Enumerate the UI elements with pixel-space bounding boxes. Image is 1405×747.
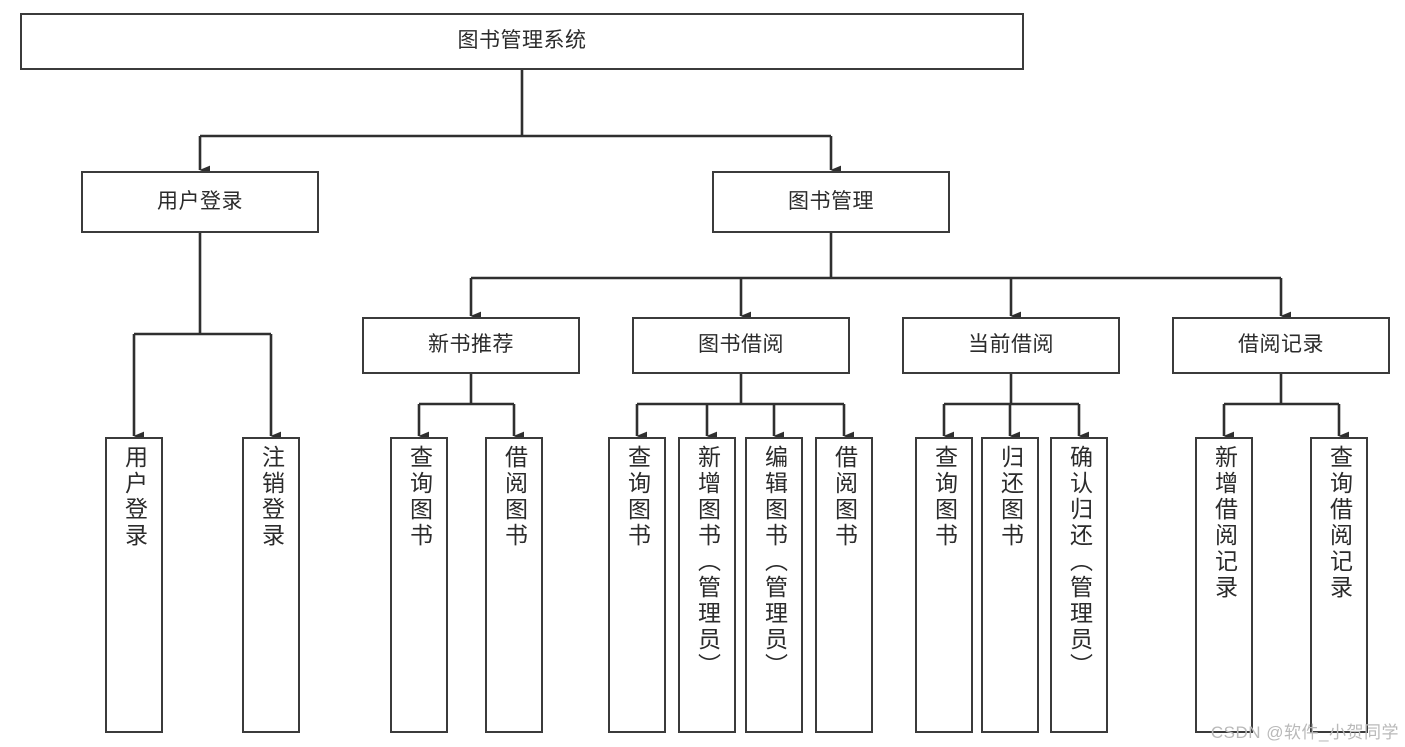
node-leaf-borrow-book-1: 借阅图书 <box>485 437 543 733</box>
node-label: 新书推荐 <box>428 333 514 357</box>
node-label: 新增图书（管理员） <box>694 445 721 679</box>
node-label: 确认归还（管理员） <box>1066 445 1093 679</box>
node-label: 借阅图书 <box>831 445 858 549</box>
node-leaf-query-book-2: 查询图书 <box>608 437 666 733</box>
node-root: 图书管理系统 <box>20 13 1024 70</box>
node-leaf-add-record: 新增借阅记录 <box>1195 437 1253 733</box>
node-label: 用户登录 <box>121 445 148 549</box>
connector-lines <box>132 70 1350 441</box>
node-current-borrow: 当前借阅 <box>902 317 1120 374</box>
node-label: 图书管理 <box>788 189 874 213</box>
node-leaf-add-book: 新增图书（管理员） <box>678 437 736 733</box>
node-leaf-query-book-3: 查询图书 <box>915 437 973 733</box>
node-leaf-user-logout: 注销登录 <box>242 437 300 733</box>
node-leaf-borrow-book-2: 借阅图书 <box>815 437 873 733</box>
node-label: 借阅记录 <box>1238 333 1324 357</box>
node-label: 用户登录 <box>157 189 243 213</box>
node-leaf-confirm-return: 确认归还（管理员） <box>1050 437 1108 733</box>
node-label: 图书借阅 <box>698 333 784 357</box>
node-user-login: 用户登录 <box>81 171 319 233</box>
node-label: 查询图书 <box>406 445 433 549</box>
node-new-book-recommend: 新书推荐 <box>362 317 580 374</box>
node-leaf-return-book: 归还图书 <box>981 437 1039 733</box>
node-label: 新增借阅记录 <box>1211 445 1238 601</box>
node-label: 查询图书 <box>624 445 651 549</box>
node-label: 借阅图书 <box>501 445 528 549</box>
node-leaf-query-record: 查询借阅记录 <box>1310 437 1368 733</box>
node-book-manage: 图书管理 <box>712 171 950 233</box>
node-label: 图书管理系统 <box>457 29 587 53</box>
node-leaf-edit-book: 编辑图书（管理员） <box>745 437 803 733</box>
node-label: 归还图书 <box>997 445 1024 549</box>
csdn-watermark: CSDN @软件_小贺同学 <box>1210 723 1399 742</box>
node-borrow-record: 借阅记录 <box>1172 317 1390 374</box>
node-label: 注销登录 <box>258 445 285 549</box>
node-leaf-query-book-1: 查询图书 <box>390 437 448 733</box>
node-label: 编辑图书（管理员） <box>761 445 788 679</box>
node-leaf-user-login: 用户登录 <box>105 437 163 733</box>
node-book-borrow: 图书借阅 <box>632 317 850 374</box>
node-label: 当前借阅 <box>968 333 1054 357</box>
node-label: 查询图书 <box>931 445 958 549</box>
node-label: 查询借阅记录 <box>1326 445 1353 601</box>
